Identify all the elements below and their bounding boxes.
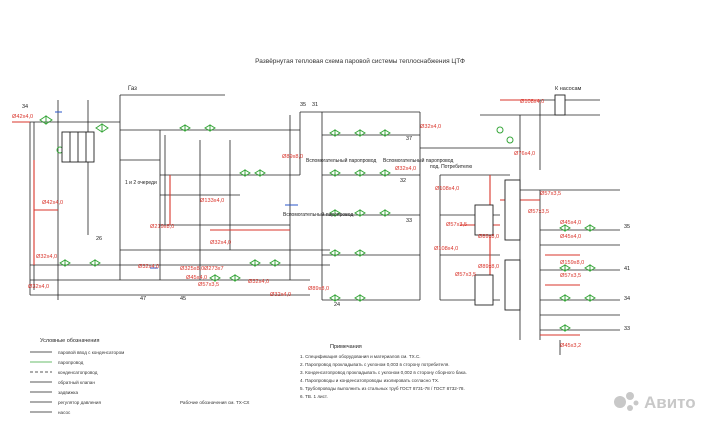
node-number: 31 (312, 102, 318, 108)
pipe-label: Ø89x8,0 (478, 234, 499, 240)
pipe-label: Ø57x3,5 (455, 272, 476, 278)
kotelnaya-label-3: Вспомогательный паропровод (383, 157, 453, 164)
pipe-label: Ø32x4,0 (28, 284, 49, 290)
pipe-label: Ø32x4,0 (270, 292, 291, 298)
pipe-label: Ø273x7 (204, 266, 224, 272)
pipe-label: Ø89x8,0 (308, 286, 329, 292)
pipe-label: Ø57x3,5 (540, 191, 561, 197)
node-number: 26 (96, 236, 102, 242)
pipe-label: Ø89x8,0 (478, 264, 499, 270)
watermark-text: Авито (644, 393, 696, 412)
legend-item: задвижка (58, 390, 79, 395)
notes: Примечания 1. Спецификация оборудования … (300, 344, 467, 399)
pipe-label: Ø32x4,0 (395, 166, 416, 172)
note-line: 1. Спецификация оборудования и материало… (300, 354, 421, 359)
node-number: 35 (624, 224, 630, 230)
kotelnaya-label-4: Вспомогательный паропровод (283, 211, 353, 218)
legend-heading: Условные обозначения (40, 338, 99, 344)
notes-heading: Примечания (330, 344, 362, 350)
footer-note: Рабочие обозначения см. ТХ-СХ (180, 400, 249, 405)
node-number: 45 (180, 296, 186, 302)
pipe-label: Ø108x4,0 (434, 246, 458, 252)
node-number: 33 (406, 218, 412, 224)
pipe-label: Ø45x4,0 (560, 220, 581, 226)
pipe-label: Ø45x4,0 (186, 275, 207, 281)
pipe-label: Ø42x4,0 (42, 200, 63, 206)
node-number: 37 (406, 136, 412, 142)
node-number: 32 (400, 178, 406, 184)
node-number: 24 (334, 302, 340, 308)
pipe-label: Ø32x4,0 (210, 240, 231, 246)
pipe-label: Ø57x3,5 (198, 282, 219, 288)
pipe-label: Ø57x3,5 (560, 273, 581, 279)
consumers-label: под. Потребителю (430, 164, 473, 170)
node-number: 41 (624, 266, 630, 272)
note-line: 5. Трубопроводы выполнить из стальных тр… (300, 386, 465, 391)
pipe-label: Ø57x3,5 (528, 209, 549, 215)
note-line: 2. Паропровод прокладывать с уклоном 0,0… (300, 362, 450, 367)
node-number: 34 (22, 104, 28, 110)
pipe-label: Ø32x4,0 (248, 279, 269, 285)
avito-watermark: Авито (612, 388, 714, 416)
kotelnaya-label-1: 1 и 2 очереди (125, 180, 157, 186)
node-number: 47 (140, 296, 146, 302)
pipe-label: Ø42x4,0 (12, 114, 33, 120)
pipe-label: Ø108x4,0 (435, 186, 459, 192)
pipe-label: Ø32x4,0 (420, 124, 441, 130)
legend-item: паропровод (58, 360, 84, 365)
pipe-label: Ø57x3,5 (446, 222, 467, 228)
pipe-label: Ø159x8,0 (560, 260, 584, 266)
legend: Условные обозначения паровой ввод с конд… (30, 338, 249, 415)
condensate-label: К насосам (555, 86, 582, 92)
pipe-label: Ø219x8,0 (150, 224, 174, 230)
legend-item: насос (58, 410, 71, 415)
avito-logo-icon: Авито (614, 392, 696, 412)
pipe-label: Ø45x3,2 (560, 343, 581, 349)
legend-item: обратный клапан (58, 379, 95, 385)
node-number: 33 (624, 326, 630, 332)
node-number: 35 (300, 102, 306, 108)
note-line: 6. ТВ. 1 лист. (300, 394, 328, 399)
legend-item: конденсатопровод (58, 370, 98, 375)
note-line: 4. Паропроводы и конденсатопроводы изоли… (300, 378, 439, 383)
equipment (61, 94, 566, 311)
node-number: 34 (624, 296, 630, 302)
note-line: 3. Конденсатопровод прокладывать с уклон… (300, 370, 467, 375)
gas-label: Газ (128, 86, 137, 92)
red-pipes (12, 99, 580, 336)
blue-accents (55, 111, 298, 269)
pipe-label: Ø108x4,0 (520, 99, 544, 105)
pipe-label: Ø32x4,0 (138, 264, 159, 270)
kotelnaya-label-2: Вспомогательный паропровод (306, 157, 376, 164)
pipe-label: Ø133x4,0 (200, 198, 224, 204)
pipe-label: Ø32x4,0 (36, 254, 57, 260)
pipe-label: Ø89x8,0 (282, 154, 303, 160)
legend-item: регулятор давления (58, 400, 101, 405)
diagram-title: Развёрнутая тепловая схема паровой систе… (255, 57, 465, 65)
pipe-label: Ø325x8,0 (180, 266, 204, 272)
legend-item: паровой ввод с конденсатором (58, 349, 124, 355)
pipe-label: Ø76x4,0 (514, 151, 535, 157)
pipe-label: Ø45x4,0 (560, 234, 581, 240)
